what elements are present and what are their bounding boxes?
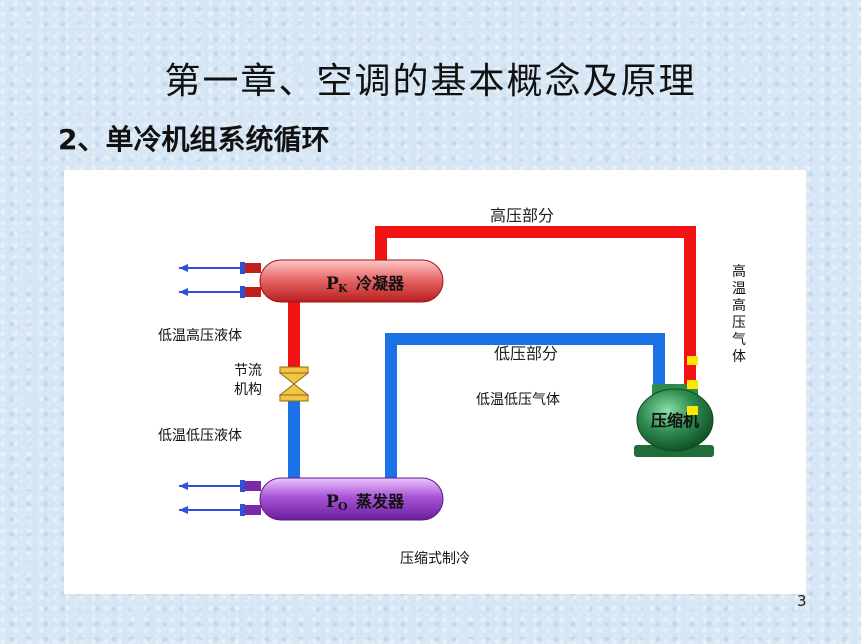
diagram-panel: P K 冷凝器 P O 蒸发器 <box>64 170 806 594</box>
suction-pipe <box>653 333 665 391</box>
slide-subtitle: 2、单冷机组系统循环 <box>58 123 330 156</box>
compressor-name: 压缩机 <box>651 411 699 430</box>
compressor-body <box>636 388 714 452</box>
high-temp-high-pressure-gas-label: 高温高压气体 <box>732 263 746 365</box>
condenser: P K 冷凝器 <box>179 259 444 303</box>
compressor: 压缩机 <box>634 356 714 457</box>
vertical-label-char: 压 <box>732 315 746 331</box>
high-pressure-pipe-discharge <box>684 226 696 412</box>
low-pressure-pipes <box>288 333 665 481</box>
evaporator: P O 蒸发器 <box>179 477 444 521</box>
evaporator-vessel <box>259 477 444 521</box>
diagram-caption: 压缩式制冷 <box>400 551 470 567</box>
high-pressure-section-label: 高压部分 <box>490 206 554 225</box>
evaporator-symbol: P <box>326 492 339 512</box>
throttle-label-line2: 机构 <box>234 382 262 398</box>
throttle-valve-icon <box>278 366 310 402</box>
sensor-marker-1 <box>687 356 698 365</box>
vertical-label-char: 气 <box>732 332 746 348</box>
low-temp-high-pressure-liquid-label: 低温高压液体 <box>158 327 242 344</box>
low-temp-low-pressure-liquid-label: 低温低压液体 <box>158 428 242 444</box>
condenser-symbol: P <box>326 274 339 294</box>
low-pressure-section-label: 低压部分 <box>494 344 558 363</box>
high-pressure-pipes <box>288 226 696 412</box>
evaporator-subscript: O <box>338 500 348 513</box>
sensor-marker-2 <box>687 380 698 389</box>
page-number: 3 <box>797 592 807 610</box>
low-pressure-pipe-riser <box>385 333 397 481</box>
refrigeration-cycle-diagram: P K 冷凝器 P O 蒸发器 <box>158 206 746 567</box>
slide-title: 第一章、空调的基本概念及原理 <box>164 61 697 102</box>
vertical-label-char: 高 <box>732 263 746 280</box>
sensor-marker-3 <box>687 406 698 415</box>
low-temp-low-pressure-gas-label: 低温低压气体 <box>476 392 560 408</box>
condenser-name: 冷凝器 <box>356 274 405 293</box>
throttle-label-line1: 节流 <box>234 363 262 379</box>
high-pressure-pipe-top <box>375 226 695 238</box>
liquid-line-pipe <box>288 300 300 375</box>
vertical-label-char: 体 <box>732 349 746 365</box>
vertical-label-char: 温 <box>732 281 746 297</box>
low-pressure-pipe-top <box>385 333 665 345</box>
condenser-subscript: K <box>338 282 348 295</box>
vertical-label-char: 高 <box>732 297 746 314</box>
condenser-vessel <box>259 259 444 303</box>
evaporator-name: 蒸发器 <box>356 492 405 511</box>
expansion-line-pipe <box>288 395 300 481</box>
